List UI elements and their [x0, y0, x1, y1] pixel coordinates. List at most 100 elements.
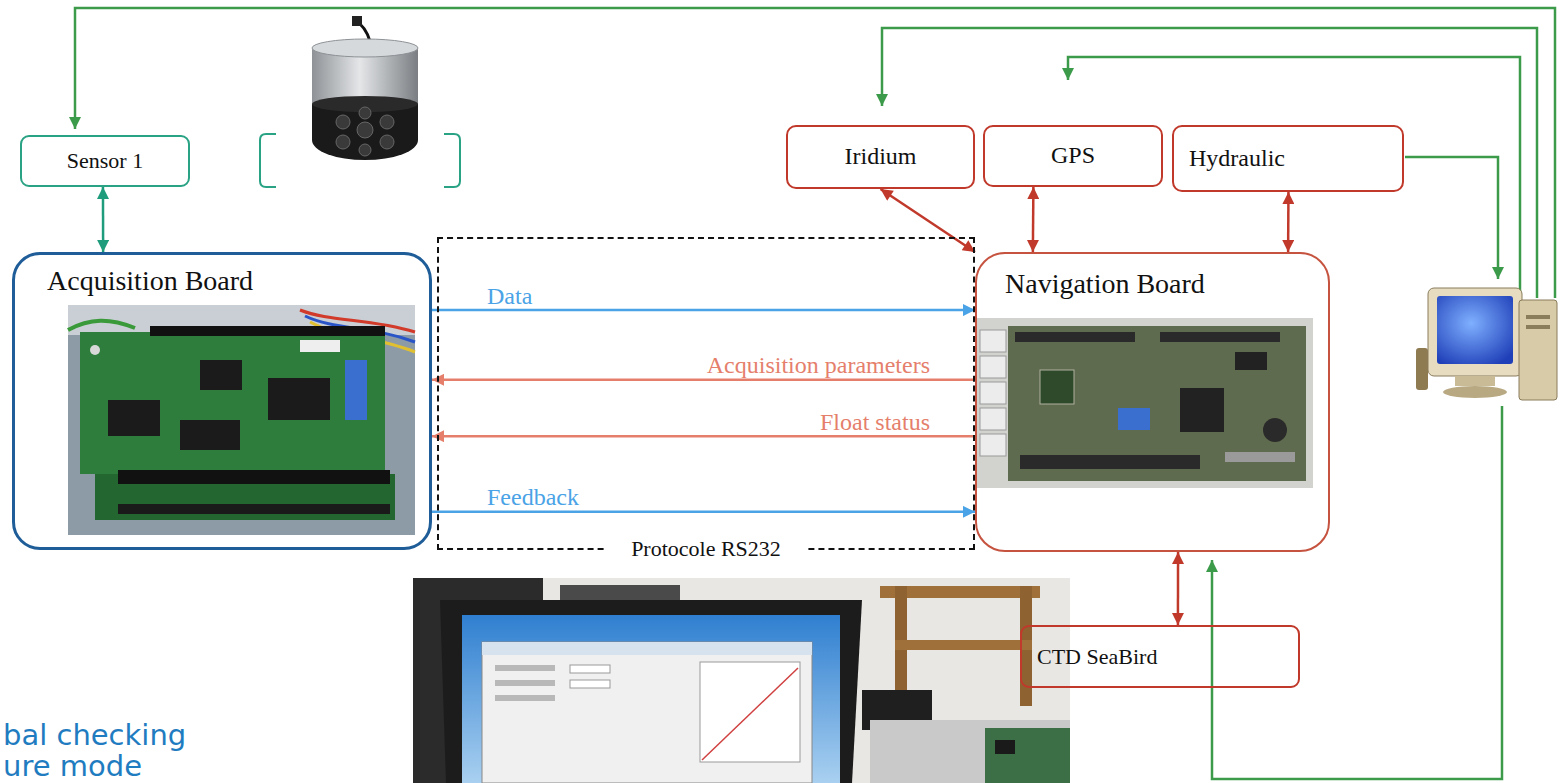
- computer-icon: [1526, 315, 1550, 319]
- board-chip: [200, 360, 242, 390]
- connector-arrow: [102, 187, 105, 252]
- signal-label: Acquisition parameters: [707, 352, 930, 378]
- computer-icon: [1437, 296, 1513, 364]
- connector-arrow: [432, 379, 975, 382]
- app-field: [570, 680, 610, 688]
- board-chip: [1040, 370, 1074, 404]
- board-connector: [118, 504, 390, 514]
- board-ribbon: [1225, 452, 1295, 462]
- board-chip: [268, 378, 330, 420]
- computer-icon: [1416, 348, 1428, 390]
- board-screw: [90, 345, 100, 355]
- camera-lens: [357, 122, 373, 138]
- board-connector: [1160, 332, 1280, 342]
- module-box: Iridium: [786, 125, 975, 189]
- board-connector: [1020, 455, 1200, 469]
- board-connector: [118, 470, 390, 484]
- app-field: [570, 665, 610, 673]
- connector-arrow: [432, 511, 975, 514]
- connector-arrow: [1287, 192, 1290, 252]
- signal-label: Data: [487, 283, 532, 309]
- board-photo: [1008, 326, 1306, 481]
- signal-label: Float status: [820, 409, 930, 435]
- board-connector: [980, 434, 1006, 456]
- sensor-bracket: [444, 134, 460, 187]
- bench-photo: [995, 740, 1015, 754]
- computer-icon: [1526, 325, 1550, 329]
- app-window: [482, 642, 812, 655]
- board-battery: [1263, 418, 1287, 442]
- connector-arrow: [1177, 552, 1180, 625]
- slide-text: bal checking: [3, 720, 186, 750]
- camera-lens: [359, 144, 371, 156]
- sensor-box: CTD SeaBird: [1020, 625, 1300, 688]
- node-label: CTD SeaBird: [1037, 644, 1157, 669]
- board-box: Navigation Board: [975, 252, 1330, 552]
- board-connector: [980, 330, 1006, 352]
- computer-icon: [1455, 376, 1495, 386]
- camera-photo: [312, 104, 418, 160]
- board-connector: [150, 326, 385, 336]
- camera-lens: [359, 107, 371, 119]
- node-label: GPS: [1051, 142, 1095, 170]
- node-label: Sensor 1: [67, 148, 143, 173]
- control-wire: [1068, 57, 1520, 298]
- app-window: [482, 642, 812, 783]
- bench-photo: [870, 720, 1070, 783]
- board-photo: [68, 305, 415, 535]
- board-photo: [80, 332, 385, 474]
- app-chart: [700, 662, 800, 762]
- module-box: GPS: [983, 125, 1163, 187]
- connector-arrow: [1032, 187, 1035, 252]
- camera-lens: [380, 115, 394, 129]
- node-label: Protocole RS232: [605, 536, 807, 561]
- computer-icon: [1443, 386, 1507, 398]
- board-chip: [180, 420, 240, 450]
- board-connector: [1015, 332, 1135, 342]
- board-photo: [975, 318, 1313, 488]
- app-field: [495, 680, 555, 686]
- board-chip: [1235, 352, 1267, 370]
- board-connector: [980, 382, 1006, 404]
- connector-arrow: [881, 189, 976, 252]
- chair-photo: [895, 640, 1032, 650]
- control-wire: [1405, 157, 1498, 279]
- bench-photo: [985, 728, 1070, 783]
- camera-lens: [380, 135, 394, 149]
- laptop-screen: [462, 615, 840, 783]
- app-field: [495, 665, 555, 671]
- signal-label: Feedback: [487, 484, 579, 510]
- computer-icon: [1519, 300, 1557, 400]
- board-wire: [68, 321, 135, 330]
- app-chart: [702, 668, 798, 760]
- module-box: Hydraulic: [1172, 125, 1404, 192]
- camera-lens: [336, 115, 350, 129]
- connector-arrow: [432, 309, 975, 312]
- board-chip: [1180, 388, 1224, 432]
- app-field: [495, 695, 555, 701]
- board-connector: [345, 360, 367, 420]
- laptop-photo: [440, 600, 862, 783]
- sensor-box: Sensor 1: [20, 135, 190, 187]
- bench-photo: [413, 578, 1070, 783]
- camera-photo: [312, 39, 418, 57]
- sensor-bracket: [260, 134, 276, 187]
- node-label: Iridium: [845, 143, 917, 171]
- board-chip: [108, 400, 160, 436]
- board-connector: [300, 340, 340, 352]
- control-wire: [882, 28, 1537, 298]
- node-label: Hydraulic: [1189, 145, 1285, 173]
- control-wire: [1212, 406, 1502, 779]
- board-box: Acquisition Board: [12, 252, 432, 550]
- node-label: Acquisition Board: [47, 265, 253, 297]
- board-connector: [980, 356, 1006, 378]
- board-connector: [980, 408, 1006, 430]
- node-label: Navigation Board: [1005, 268, 1205, 300]
- computer-icon: [1428, 288, 1522, 376]
- camera-lens: [336, 135, 350, 149]
- slide-text: ure mode: [3, 751, 142, 781]
- board-chip: [1118, 408, 1150, 430]
- camera-cable: [352, 16, 362, 26]
- board-photo: [68, 305, 415, 335]
